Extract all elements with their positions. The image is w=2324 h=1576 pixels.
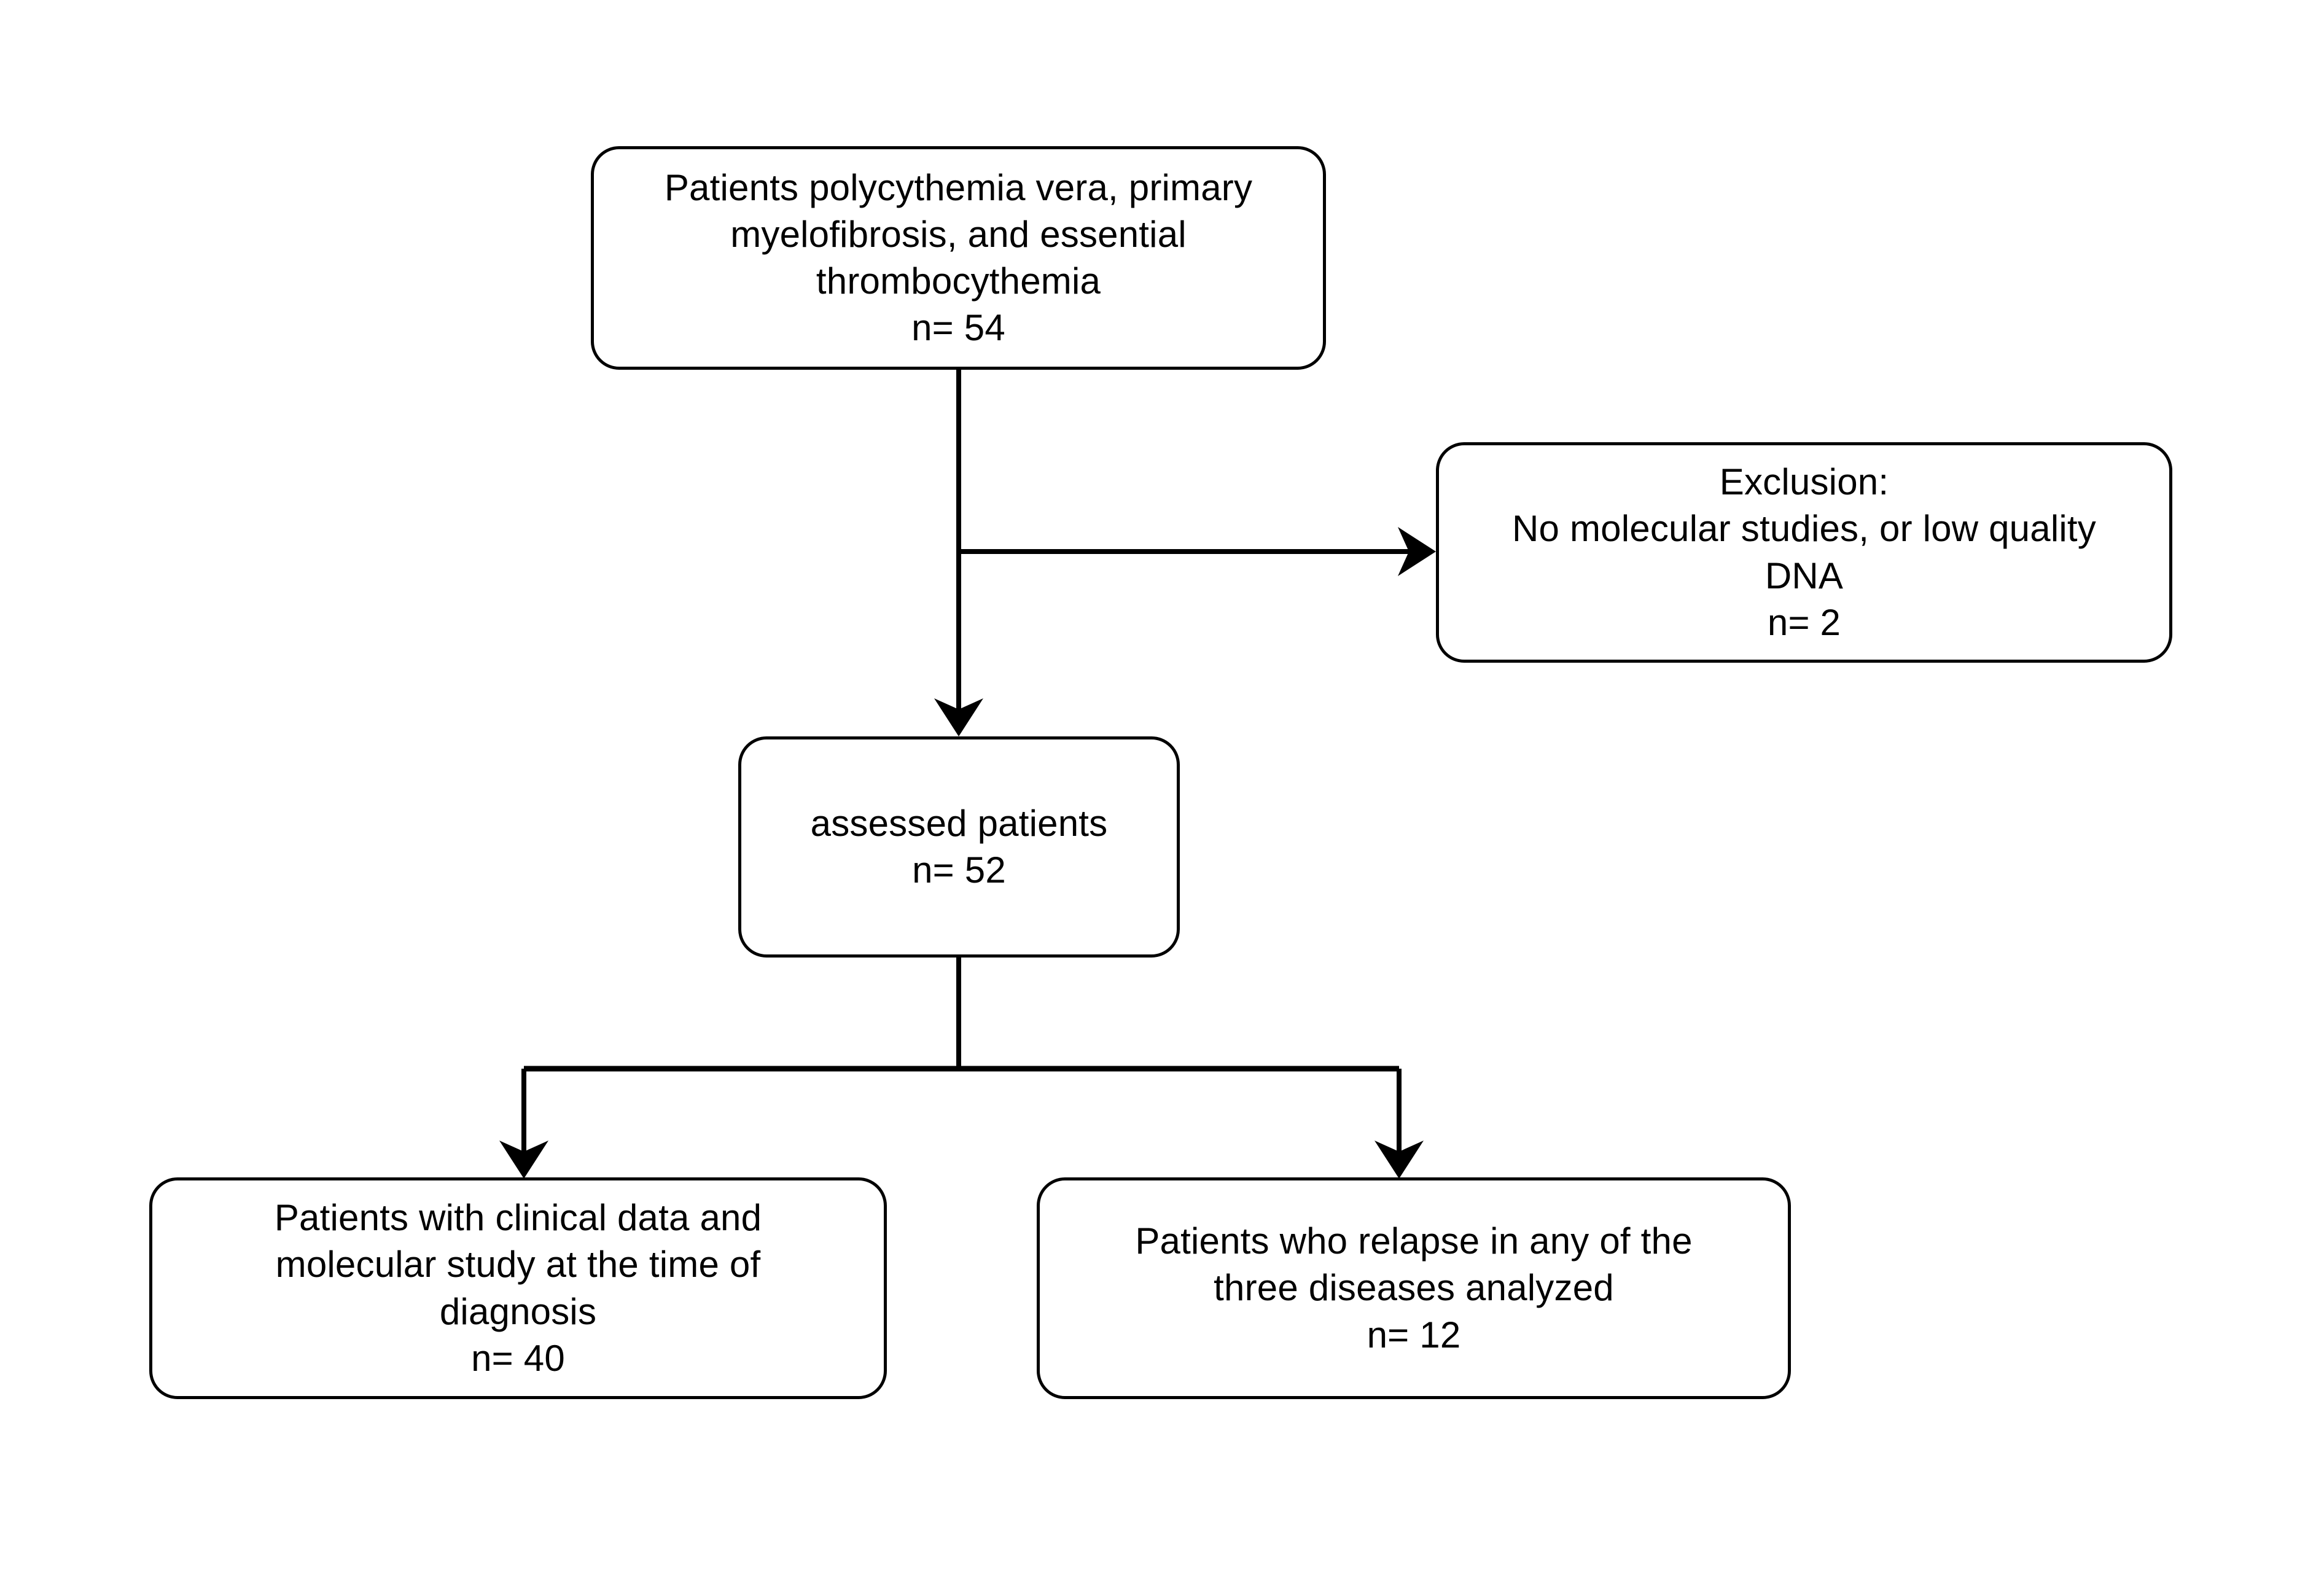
node-diagnosis-cohort-text: Patients with clinical data and molecula… xyxy=(274,1197,762,1379)
node-exclusion: Exclusion: No molecular studies, or low … xyxy=(1436,442,2172,663)
edge-assessed-to-relapse-arrowhead xyxy=(1375,1141,1424,1179)
node-exclusion-text: Exclusion: No molecular studies, or low … xyxy=(1512,461,2096,643)
node-assessed-patients: assessed patients n= 52 xyxy=(738,736,1180,958)
edge-source-to-exclusion-arrowhead xyxy=(1398,527,1436,576)
node-source-population-text: Patients polycythemia vera, primary myel… xyxy=(664,166,1253,349)
node-diagnosis-cohort: Patients with clinical data and molecula… xyxy=(149,1177,887,1399)
node-relapse-cohort-text: Patients who relapse in any of the three… xyxy=(1135,1220,1693,1356)
node-assessed-patients-text: assessed patients n= 52 xyxy=(810,802,1108,891)
node-relapse-cohort: Patients who relapse in any of the three… xyxy=(1037,1177,1791,1399)
edge-assessed-to-diagnosis-arrowhead xyxy=(499,1141,548,1179)
edge-source-to-assessed-arrowhead xyxy=(934,698,983,736)
node-source-population: Patients polycythemia vera, primary myel… xyxy=(591,146,1326,370)
